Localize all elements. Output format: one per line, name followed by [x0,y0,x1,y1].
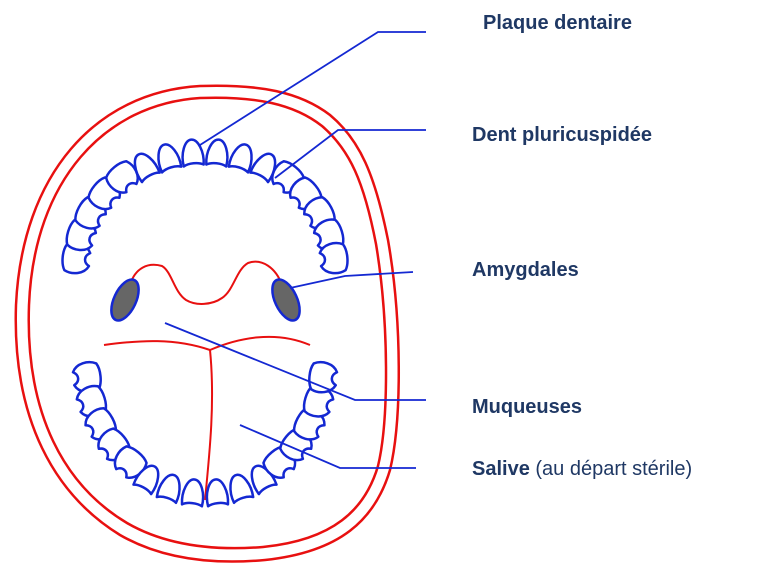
label-salive: Salive (au départ stérile) [472,458,692,481]
leader-plaque [200,32,426,145]
lower-tooth-7 [182,478,205,506]
lower-tooth-6 [156,472,184,503]
tonsils [106,275,306,324]
tongue-midline [205,350,212,500]
label-amygdales: Amygdales [472,259,579,282]
label-plaque-dentaire: Plaque dentaire [483,12,632,35]
label-salive-note: (au départ stérile) [530,458,692,480]
label-muqueuses: Muqueuses [472,396,582,419]
tongue-outline [104,337,310,350]
tonsil-left [106,275,145,324]
upper-tooth-7 [181,139,204,167]
lower-tooth-8 [205,478,228,506]
upper-tooth-8 [206,139,229,167]
lower-tooth-15 [308,361,338,393]
tonsil-right [267,275,306,324]
teeth [61,139,349,507]
lower-tooth-9 [226,472,254,503]
label-dent-pluricuspidee: Dent pluricuspidée [472,124,652,147]
upper-tooth-15 [319,242,349,274]
soft-palate-arch [130,262,282,304]
